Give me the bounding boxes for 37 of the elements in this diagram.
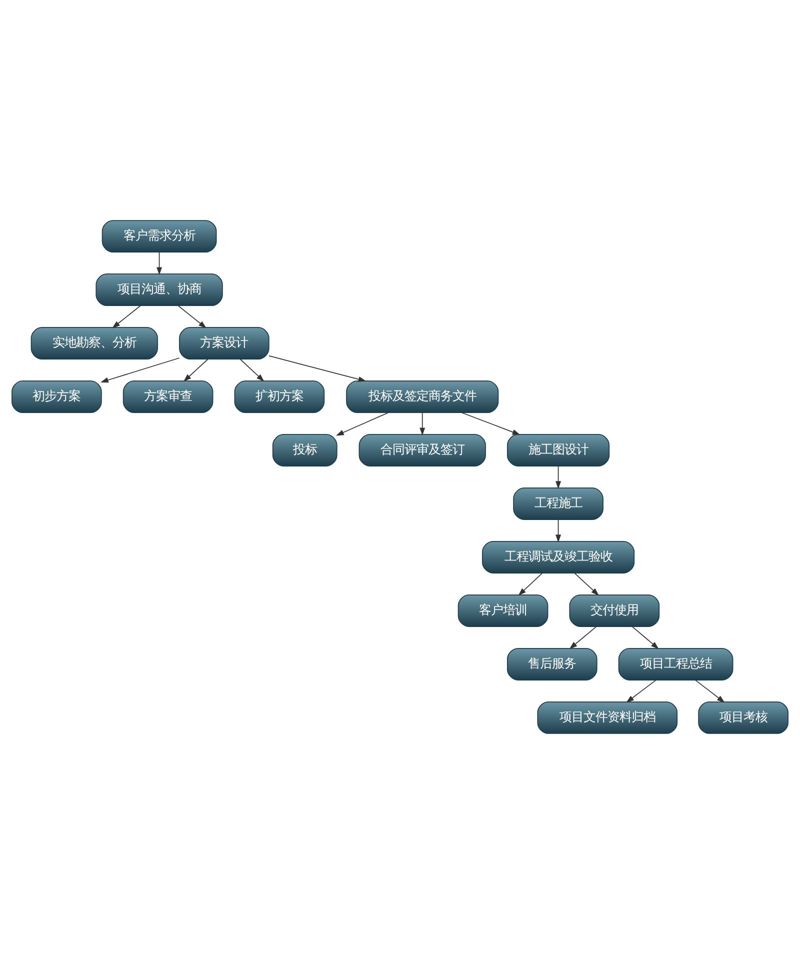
- arrow: [240, 358, 264, 382]
- node-box: 投标及签定商务文件: [346, 380, 499, 412]
- arrow: [420, 412, 426, 436]
- node-box: 客户培训: [458, 594, 548, 626]
- arrow: [556, 465, 562, 489]
- node-box: 扩初方案: [234, 380, 325, 412]
- arrow: [100, 357, 180, 382]
- node-box: 工程施工: [513, 487, 604, 520]
- arrow: [556, 518, 562, 542]
- arrow: [336, 412, 389, 436]
- node-box: 初步方案: [12, 380, 102, 412]
- arrow: [694, 679, 725, 702]
- arrow: [112, 304, 141, 328]
- node-box: 项目沟通、协商: [96, 273, 223, 306]
- node-box: 投标: [272, 434, 338, 466]
- arrow: [569, 626, 597, 649]
- node-box: 工程调试及竣工验收: [482, 540, 635, 573]
- node-box: 项目文件资料归档: [537, 700, 678, 734]
- arrow: [574, 572, 599, 596]
- arrow: [178, 304, 206, 328]
- node-box: 合同评审及签订: [358, 434, 486, 466]
- arrow: [461, 412, 520, 434]
- node-box: 实地勘察、分析: [30, 326, 158, 359]
- node-box: 客户需求分析: [102, 220, 217, 252]
- node-box: 项目工程总结: [618, 648, 734, 680]
- node-box: 售后服务: [506, 648, 598, 680]
- arrow: [183, 358, 208, 382]
- arrow: [626, 679, 656, 702]
- node-box: 交付使用: [569, 594, 660, 626]
- arrow: [518, 572, 543, 596]
- node-box: 方案设计: [179, 326, 270, 359]
- node-box: 项目考核: [698, 700, 788, 734]
- node-box: 方案审查: [122, 380, 214, 412]
- arrow: [268, 354, 366, 382]
- arrow: [156, 251, 162, 275]
- arrow: [632, 626, 659, 649]
- node-box: 施工图设计: [506, 434, 610, 466]
